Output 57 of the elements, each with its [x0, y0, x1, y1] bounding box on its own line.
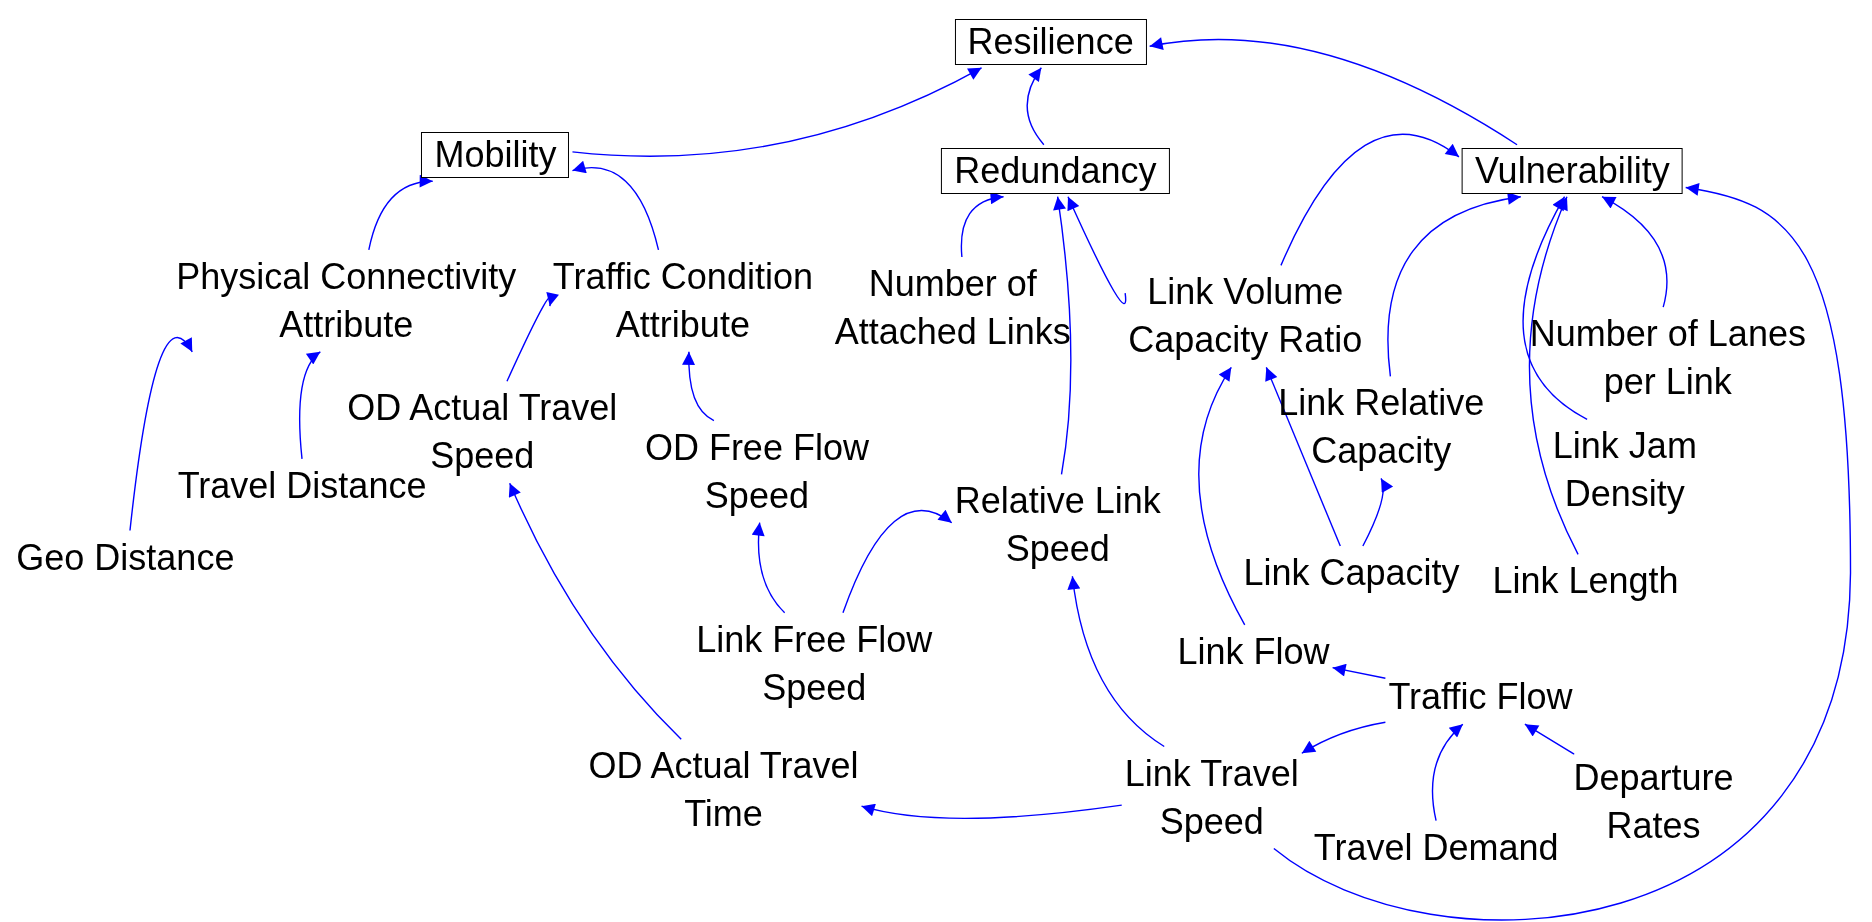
- variable-label: Traffic Flow: [1388, 675, 1573, 720]
- variable-label: Travel Demand: [1313, 825, 1559, 870]
- arrow: [1067, 575, 1165, 748]
- arrow: [1301, 721, 1387, 754]
- variable-box: [941, 147, 1170, 194]
- variable-label: Traffic Condition Attribute: [552, 254, 813, 347]
- variable-label: Link Free Flow Speed: [696, 617, 933, 710]
- arrow: [1524, 723, 1575, 755]
- arrow: [368, 175, 434, 251]
- variable-label: OD Free Flow Speed: [644, 425, 869, 518]
- box-label: Resilience: [967, 19, 1134, 64]
- arrow: [1601, 196, 1668, 308]
- arrow: [1053, 196, 1072, 475]
- variable-label: OD Actual Travel Time: [588, 744, 859, 837]
- arrow: [298, 351, 321, 460]
- variable-label: Link Travel Speed: [1124, 751, 1299, 844]
- arrow: [752, 521, 786, 614]
- arrow: [1026, 67, 1045, 146]
- variable-label: Departure Rates: [1573, 756, 1734, 849]
- variable-label: Number of Lanes per Link: [1529, 312, 1806, 405]
- arrow: [506, 292, 559, 382]
- variable-box: [421, 132, 570, 179]
- arrow: [1362, 477, 1393, 547]
- arrow: [960, 192, 1005, 258]
- variable-label: Physical Connectivity Attribute: [176, 254, 517, 347]
- variable-box: [954, 18, 1147, 65]
- arrow: [1273, 183, 1852, 921]
- variable-box: [1461, 147, 1683, 194]
- arrow: [1331, 663, 1387, 679]
- arrow: [571, 67, 983, 157]
- arrow: [860, 803, 1123, 820]
- box-label: Vulnerability: [1474, 148, 1670, 193]
- arrow: [1198, 366, 1246, 626]
- arrow: [129, 337, 193, 532]
- arrow: [1528, 196, 1579, 556]
- arrow: [842, 509, 953, 614]
- arrow: [1280, 133, 1460, 267]
- variable-label: Link Volume Capacity Ratio: [1128, 270, 1363, 363]
- box-label: Mobility: [434, 133, 557, 178]
- box-label: Redundancy: [954, 148, 1157, 193]
- variable-label: Link Jam Density: [1552, 424, 1697, 517]
- variable-label: Link Flow: [1177, 629, 1330, 674]
- variable-label: Link Relative Capacity: [1278, 381, 1485, 474]
- arrow: [1387, 192, 1522, 378]
- variable-label: Relative Link Speed: [954, 479, 1161, 572]
- arrow: [1522, 196, 1588, 421]
- arrow: [682, 351, 715, 422]
- arrow: [1067, 196, 1127, 305]
- arrow: [571, 161, 660, 251]
- arrow: [509, 482, 682, 741]
- arrow: [1431, 723, 1464, 822]
- arrow: [1265, 366, 1341, 547]
- variable-label: Number of Attached Links: [834, 262, 1071, 354]
- variable-label: Link Length: [1492, 559, 1679, 604]
- variable-label: Link Capacity: [1243, 551, 1460, 596]
- arrow: [1148, 37, 1518, 146]
- variable-label: Geo Distance: [16, 535, 235, 580]
